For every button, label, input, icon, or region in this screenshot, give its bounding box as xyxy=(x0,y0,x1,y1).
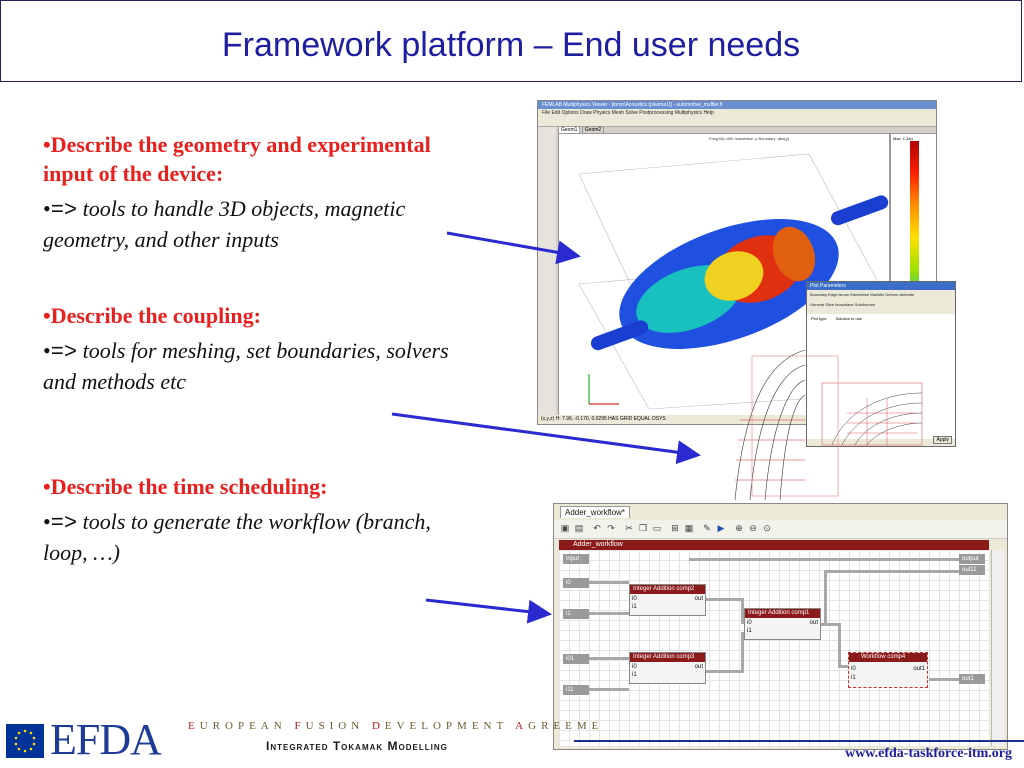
copy-icon[interactable]: ❐ xyxy=(638,523,648,533)
workflow-input-i0[interactable]: i0 xyxy=(563,578,589,588)
workflow-scrollbar[interactable] xyxy=(991,550,1004,746)
colorbar xyxy=(910,141,919,366)
eu-flag-logo xyxy=(6,724,44,758)
screenshot-toolbar xyxy=(538,117,936,127)
workflow-output-output[interactable]: output xyxy=(959,554,985,564)
arrow-scheduling xyxy=(425,598,552,624)
node-integer-addition-comp3[interactable]: Integer Addition comp3 i0 i1 out xyxy=(629,652,706,684)
screenshot-window-title: FEMLAB Multiphysics Viewer - [tomo\Acous… xyxy=(538,101,936,109)
multiphysics-screenshot: FEMLAB Multiphysics Viewer - [tomo\Acous… xyxy=(537,100,937,425)
bullet-scheduling-tools: •=> tools to generate the workflow (bran… xyxy=(43,509,431,565)
node-integer-addition-comp2[interactable]: Integer Addition comp2 i0 i1 out xyxy=(629,584,706,616)
efda-logo-text: EFDA xyxy=(50,715,162,764)
apply-button[interactable]: Apply xyxy=(933,436,952,444)
screenshot-tabs: Geom1 Geom2 xyxy=(558,126,605,134)
node-integer-addition-comp1[interactable]: Integer Addition comp1 i0 i1 out xyxy=(744,608,821,640)
muffler-3d-geometry xyxy=(578,153,889,410)
footer-url[interactable]: www.efda-taskforce-itm.org xyxy=(845,746,1012,761)
node-workflow-comp4[interactable]: Workflow comp4 i0 i1 out1 xyxy=(848,652,928,688)
workflow-header: Adder_workflow xyxy=(559,540,989,550)
undo-icon[interactable]: ↶ xyxy=(593,523,601,533)
workflow-tab[interactable]: Adder_workflow* xyxy=(560,506,631,518)
zoom-in-icon[interactable]: ⊕ xyxy=(735,523,743,533)
bullet-geometry-tools: •=> tools to handle 3D objects, magnetic… xyxy=(43,196,406,252)
grid-icon[interactable]: ▦ xyxy=(684,523,694,533)
workflow-canvas[interactable]: input i0 i1 i01 i11 output out11 out1 In… xyxy=(559,550,989,746)
redo-icon[interactable]: ↷ xyxy=(607,523,615,533)
bullet-geometry: •Describe the geometry and experimental … xyxy=(43,132,431,186)
arrow-geometry xyxy=(446,231,581,265)
footer-rule xyxy=(574,740,1024,742)
bullet-list: •Describe the geometry and experimental … xyxy=(43,130,473,567)
workflow-input-input[interactable]: input xyxy=(563,554,589,564)
print-icon[interactable]: ▤ xyxy=(574,523,584,533)
wrench-icon[interactable]: ✎ xyxy=(703,523,711,533)
screenshot-menu: File Edit Options Draw Physics Mesh Solv… xyxy=(538,109,936,117)
delete-icon[interactable]: ▭ xyxy=(652,523,662,533)
zoom-out-icon[interactable]: ⊖ xyxy=(749,523,757,533)
screenshot-side-toolbar xyxy=(538,127,556,417)
workflow-input-i11[interactable]: i11 xyxy=(563,685,589,695)
zoom-fit-icon[interactable]: ⊙ xyxy=(763,523,771,533)
dialog-subtabs: General Slice Isosurface Subdomain xyxy=(810,302,875,307)
title-box: Framework platform – End user needs xyxy=(0,0,1022,82)
slide-title: Framework platform – End user needs xyxy=(221,25,801,64)
workflow-editor-screenshot: Adder_workflow* ▣ ▤ ↶ ↷ ✂ ❐ ▭ ⊞ ▦ ✎ ▶ ⊕ … xyxy=(553,503,1008,750)
bullet-coupling-tools: •=> tools for meshing, set boundaries, s… xyxy=(43,338,449,394)
workflow-input-i01[interactable]: i01 xyxy=(563,654,589,664)
play-icon[interactable]: ▶ xyxy=(717,523,725,533)
bullet-coupling: •Describe the coupling: xyxy=(43,303,261,328)
agreement-text: EUROPEAN FUSION DEVELOPMENT AGREEME xyxy=(188,720,604,732)
layout-icon[interactable]: ⊞ xyxy=(671,523,679,533)
workflow-input-i1[interactable]: i1 xyxy=(563,609,589,619)
dialog-title: Plot Parameters xyxy=(807,282,955,290)
dialog-tabs: Boundary Edge Arrow Streamline MaxMin De… xyxy=(810,292,915,297)
arrow-coupling xyxy=(391,412,701,465)
workflow-output-out1[interactable]: out1 xyxy=(959,674,985,684)
bullet-scheduling: •Describe the time scheduling: xyxy=(43,474,328,499)
cut-icon[interactable]: ✂ xyxy=(625,523,633,533)
save-icon[interactable]: ▣ xyxy=(560,523,570,533)
workflow-toolbar: ▣ ▤ ↶ ↷ ✂ ❐ ▭ ⊞ ▦ ✎ ▶ ⊕ ⊖ ⊙ xyxy=(554,520,1007,539)
itm-subtitle: Integrated Tokamak Modelling xyxy=(266,739,448,753)
workflow-output-out11[interactable]: out11 xyxy=(959,565,985,575)
